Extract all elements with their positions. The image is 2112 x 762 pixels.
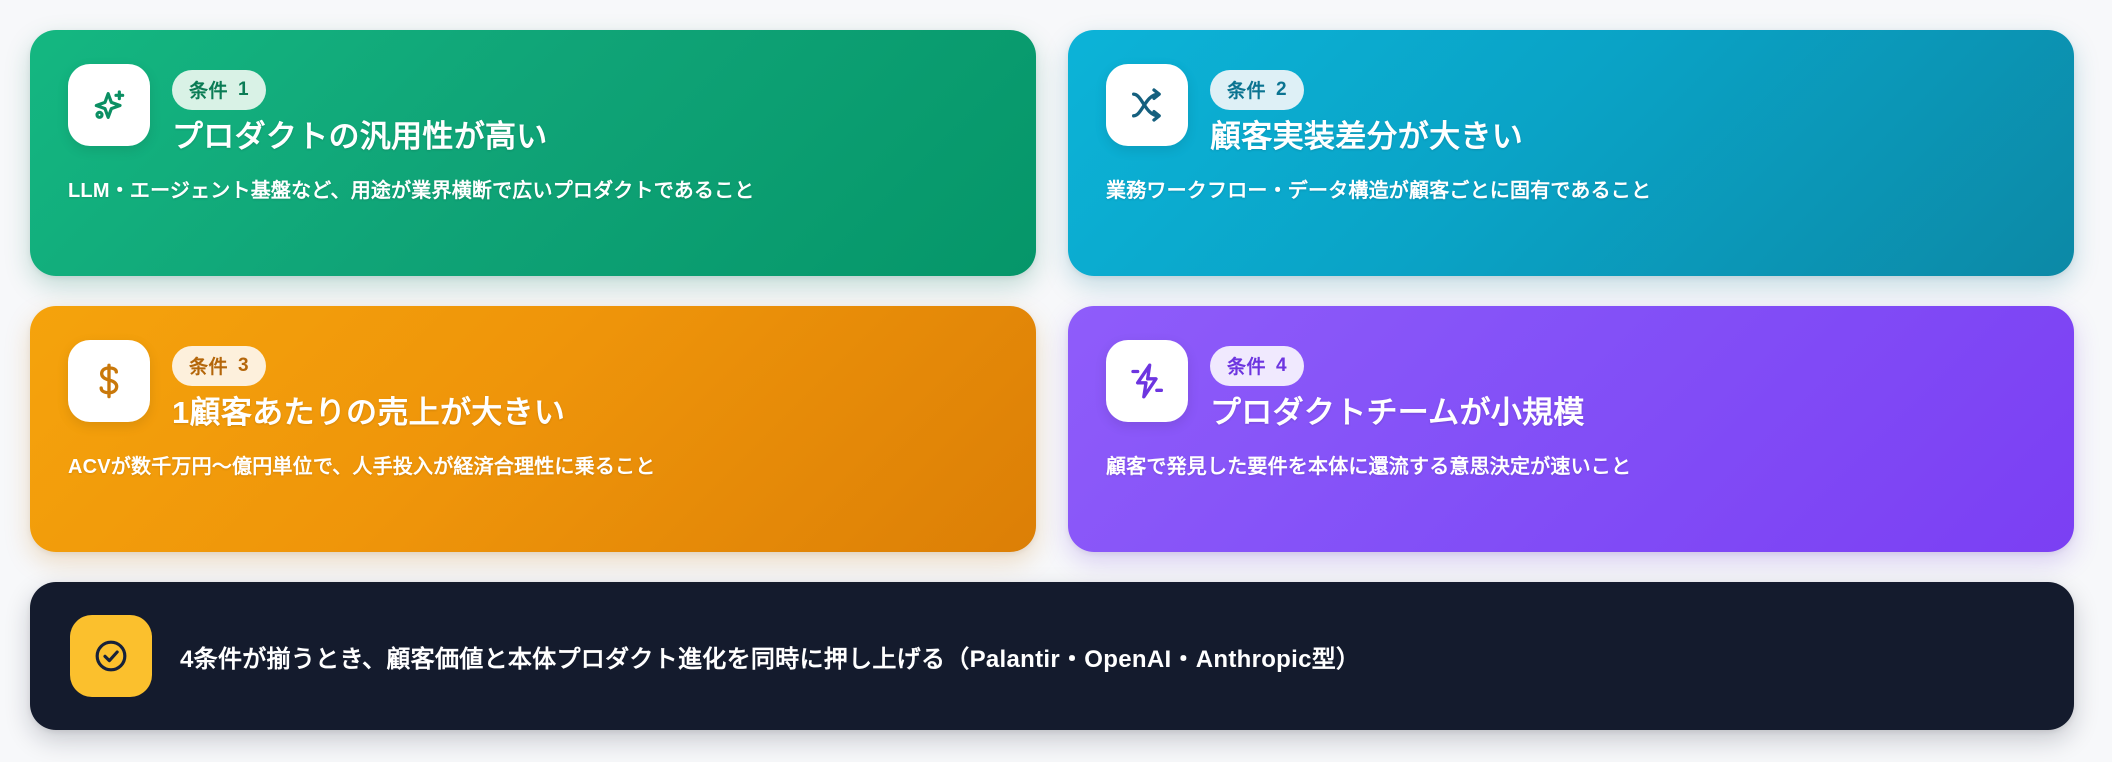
condition-card-2[interactable]: 条件 2 顧客実装差分が大きい 業務ワークフロー・データ構造が顧客ごとに固有であ… <box>1068 30 2074 276</box>
condition-badge: 条件 3 <box>172 346 267 386</box>
card-header-text: 条件 3 1顧客あたりの売上が大きい <box>172 340 565 432</box>
badge-number: 1 <box>238 78 250 100</box>
card-header-text: 条件 4 プロダクトチームが小規模 <box>1210 340 1585 432</box>
condition-card-3[interactable]: 条件 3 1顧客あたりの売上が大きい ACVが数千万円〜億円単位で、人手投入が経… <box>30 306 1036 552</box>
condition-card-1[interactable]: 条件 1 プロダクトの汎用性が高い LLM・エージェント基盤など、用途が業界横断… <box>30 30 1036 276</box>
card-subtitle: ACVが数千万円〜億円単位で、人手投入が経済合理性に乗ること <box>68 456 656 478</box>
badge-number: 2 <box>1276 78 1288 100</box>
card-title: プロダクトの汎用性が高い <box>172 119 548 154</box>
card-header: 条件 4 プロダクトチームが小規模 <box>1106 340 2036 432</box>
summary-text: 4条件が揃うとき、顧客価値と本体プロダクト進化を同時に押し上げる（Palanti… <box>180 645 1361 673</box>
card-title: 1顧客あたりの売上が大きい <box>172 395 566 430</box>
badge-number: 4 <box>1276 354 1288 376</box>
shuffle-icon <box>1106 64 1188 146</box>
card-header-text: 条件 2 顧客実装差分が大きい <box>1210 64 1523 156</box>
badge-label: 条件 <box>189 81 229 102</box>
summary-bar: 4条件が揃うとき、顧客価値と本体プロダクト進化を同時に押し上げる（Palanti… <box>30 582 2074 730</box>
sparkle-icon <box>68 64 150 146</box>
card-subtitle: 業務ワークフロー・データ構造が顧客ごとに固有であること <box>1106 180 1652 202</box>
card-subtitle: LLM・エージェント基盤など、用途が業界横断で広いプロダクトであること <box>68 180 755 202</box>
card-title: プロダクトチームが小規模 <box>1210 395 1585 430</box>
card-title: 顧客実装差分が大きい <box>1210 119 1523 154</box>
badge-label: 条件 <box>1227 357 1267 378</box>
card-header-text: 条件 1 プロダクトの汎用性が高い <box>172 64 548 156</box>
badge-number: 3 <box>238 354 250 376</box>
card-header: 条件 2 顧客実装差分が大きい <box>1106 64 2036 156</box>
card-subtitle: 顧客で発見した要件を本体に還流する意思決定が速いこと <box>1106 456 1632 478</box>
condition-card-4[interactable]: 条件 4 プロダクトチームが小規模 顧客で発見した要件を本体に還流する意思決定が… <box>1068 306 2074 552</box>
check-circle-icon <box>70 615 152 697</box>
conditions-grid: 条件 1 プロダクトの汎用性が高い LLM・エージェント基盤など、用途が業界横断… <box>30 30 2074 552</box>
card-header: 条件 3 1顧客あたりの売上が大きい <box>68 340 998 432</box>
lightning-bolt-icon <box>1106 340 1188 422</box>
condition-badge: 条件 4 <box>1210 346 1305 386</box>
condition-badge: 条件 1 <box>172 70 267 110</box>
condition-badge: 条件 2 <box>1210 70 1305 110</box>
badge-label: 条件 <box>189 357 229 378</box>
card-header: 条件 1 プロダクトの汎用性が高い <box>68 64 998 156</box>
dollar-sign-icon <box>68 340 150 422</box>
badge-label: 条件 <box>1227 81 1267 102</box>
